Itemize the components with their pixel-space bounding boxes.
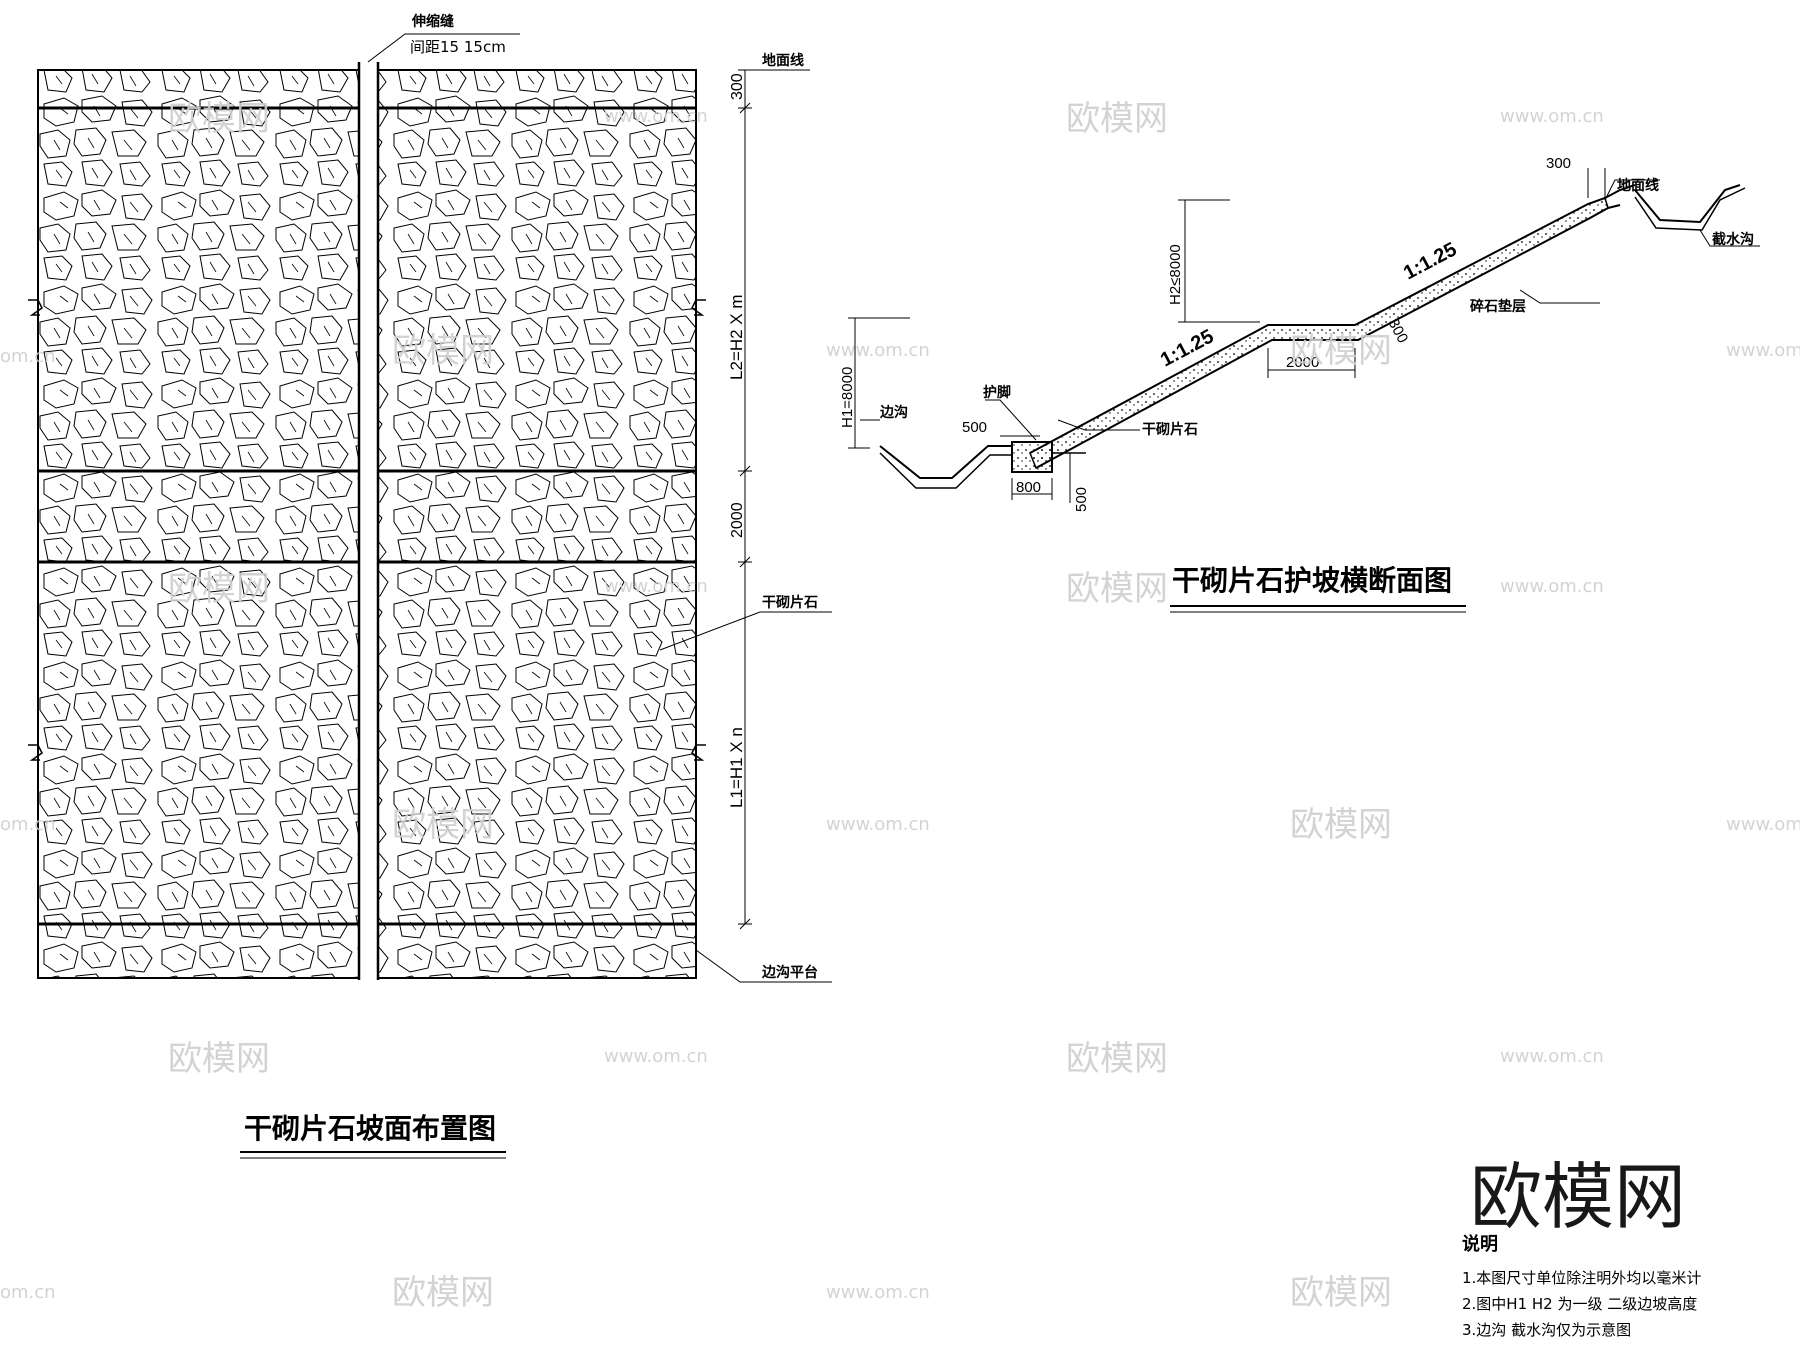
plan-left-panel: [37, 69, 360, 979]
break-marks: [28, 299, 706, 761]
plan-dim-upper: L2=H2 X m: [727, 294, 746, 380]
section-ground-line-label: 地面线: [1617, 177, 1659, 194]
watermark-url: www.om.cn: [826, 340, 930, 361]
watermark-logo: 欧模网: [1066, 569, 1168, 609]
watermark-logo: 欧模网: [392, 805, 494, 845]
watermark-url: www.om.cn: [1726, 340, 1800, 361]
section-h2-label: H2≤8000: [1167, 244, 1184, 305]
watermark-logo: 欧模网: [168, 99, 270, 139]
watermark-logo: 欧模网: [168, 1039, 270, 1079]
toe-depth-dim: 500: [1073, 487, 1090, 512]
side-ditch: [879, 445, 1012, 479]
watermarks: 欧模网 欧模网 www.om.cn 欧模网 www.om.cn om.cn 欧模…: [0, 99, 1800, 1313]
watermark-url: www.om.cn: [1500, 1046, 1604, 1067]
watermark-logo: 欧模网: [168, 569, 270, 609]
intercept-ditch-label: 截水沟: [1712, 231, 1754, 248]
watermark-url: www.om.cn: [1500, 576, 1604, 597]
watermark-logo: 欧模网: [1066, 1039, 1168, 1079]
watermark-url: www.om.cn: [1726, 814, 1800, 835]
watermark-logo: 欧模网: [1290, 805, 1392, 845]
watermark-url: www.om.cn: [826, 814, 930, 835]
plan-ditch-platform-label: 边沟平台: [761, 964, 818, 981]
watermark-logo: 欧模网: [1290, 1273, 1392, 1313]
plan-dimension-lines: [367, 33, 832, 983]
plan-stone-label: 干砌片石: [762, 594, 818, 611]
watermark-logo: 欧模网: [392, 331, 494, 371]
section-dimension-lines: [848, 168, 1760, 503]
section-slope-outline: [1029, 184, 1636, 454]
section-slope-inner: [1035, 204, 1621, 469]
watermark-url: www.om.cn: [1500, 106, 1604, 127]
plan-ground-line-label: 地面线: [762, 52, 804, 69]
watermark-url: www.om.cn: [604, 106, 708, 127]
notes-block: 说明 1.本图尺寸单位除注明外均以毫米计 2.图中H1 H2 为一级 二级边坡高…: [1462, 1233, 1701, 1339]
section-dim-top: 300: [1546, 155, 1571, 172]
toe-top-dim: 500: [962, 419, 987, 436]
plan-joint-spacing: 间距15 15cm: [410, 38, 506, 56]
plan-title: 干砌片石坡面布置图: [244, 1112, 496, 1145]
plan-right-panel: [377, 69, 697, 979]
watermark-logo: 欧模网: [392, 1273, 494, 1313]
gravel-layer-label: 碎石垫层: [1470, 298, 1526, 315]
toe-width-dim: 800: [1016, 479, 1041, 496]
notes-line-2: 2.图中H1 H2 为一级 二级边坡高度: [1462, 1295, 1697, 1313]
intercept-ditch: [1634, 184, 1741, 224]
section-h1-label: H1=8000: [839, 367, 856, 428]
notes-line-1: 1.本图尺寸单位除注明外均以毫米计: [1462, 1269, 1701, 1287]
watermark-url-short: om.cn: [0, 814, 56, 835]
section-view: 地面线 300 截水沟 H2≤8000 1:1.25 1:1.25 碎石垫层 3…: [839, 155, 1760, 613]
notes-heading: 说明: [1462, 1233, 1498, 1255]
notes-line-3: 3.边沟 截水沟仅为示意图: [1462, 1321, 1631, 1339]
watermark-logo-large: 欧模网: [1470, 1155, 1686, 1239]
watermark-url: www.om.cn: [604, 1046, 708, 1067]
watermark-url: www.om.cn: [604, 576, 708, 597]
section-title: 干砌片石护坡横断面图: [1172, 564, 1452, 597]
section-stone-label: 干砌片石: [1142, 421, 1198, 438]
watermark-url-short: om.cn: [0, 346, 56, 367]
watermark-url: www.om.cn: [826, 1282, 930, 1303]
plan-view: 300 L2=H2 X m 2000 L1=H1 X n 伸缩缝 间距15 15…: [28, 13, 832, 1159]
plan-dim-lower: L1=H1 X n: [727, 727, 746, 808]
platform-width: 2000: [1286, 354, 1319, 371]
watermark-url-short: om.cn: [0, 1282, 56, 1303]
side-ditch-inner: [879, 452, 1012, 489]
side-ditch-label: 边沟: [879, 404, 908, 421]
plan-dim-top: 300: [729, 73, 746, 100]
watermark-logo: 欧模网: [1290, 331, 1392, 371]
plan-dim-platform: 2000: [729, 502, 746, 538]
toe-label: 护脚: [983, 384, 1011, 401]
watermark-logo: 欧模网: [1066, 99, 1168, 139]
toe-wall: [1011, 441, 1053, 473]
intercept-ditch-inner: [1634, 187, 1746, 231]
band-lines: [38, 106, 696, 926]
plan-joint-label: 伸缩缝: [411, 13, 454, 30]
